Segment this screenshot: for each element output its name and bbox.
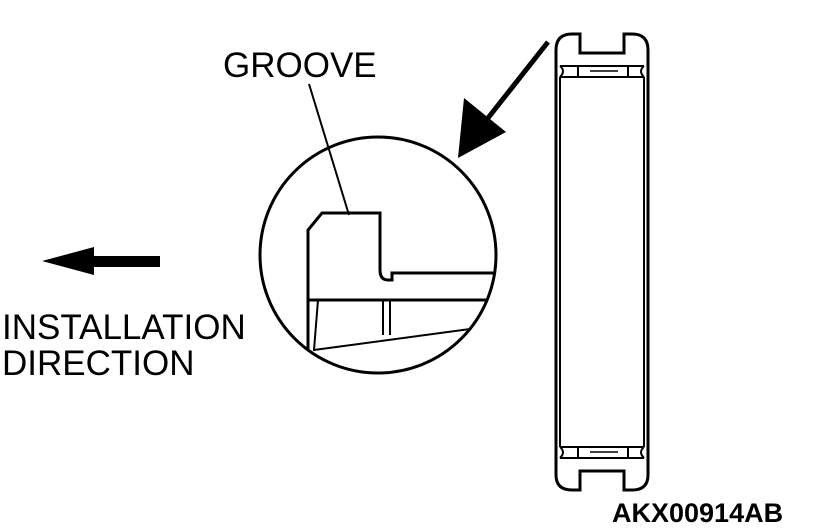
detail-circle — [258, 135, 498, 375]
groove-detail-profile — [306, 211, 496, 373]
figure-code: AKX00914AB — [612, 498, 784, 528]
groove-label: GROOVE — [223, 46, 377, 85]
groove-leader-line — [308, 83, 350, 216]
installation-direction-arrow-icon — [42, 247, 160, 275]
installation-direction-label-line1: INSTALLATION — [2, 308, 246, 347]
detail-pointer-arrow — [458, 40, 550, 158]
installation-direction-label-line2: DIRECTION — [2, 344, 195, 383]
bearing-ring-side-view — [554, 32, 650, 492]
